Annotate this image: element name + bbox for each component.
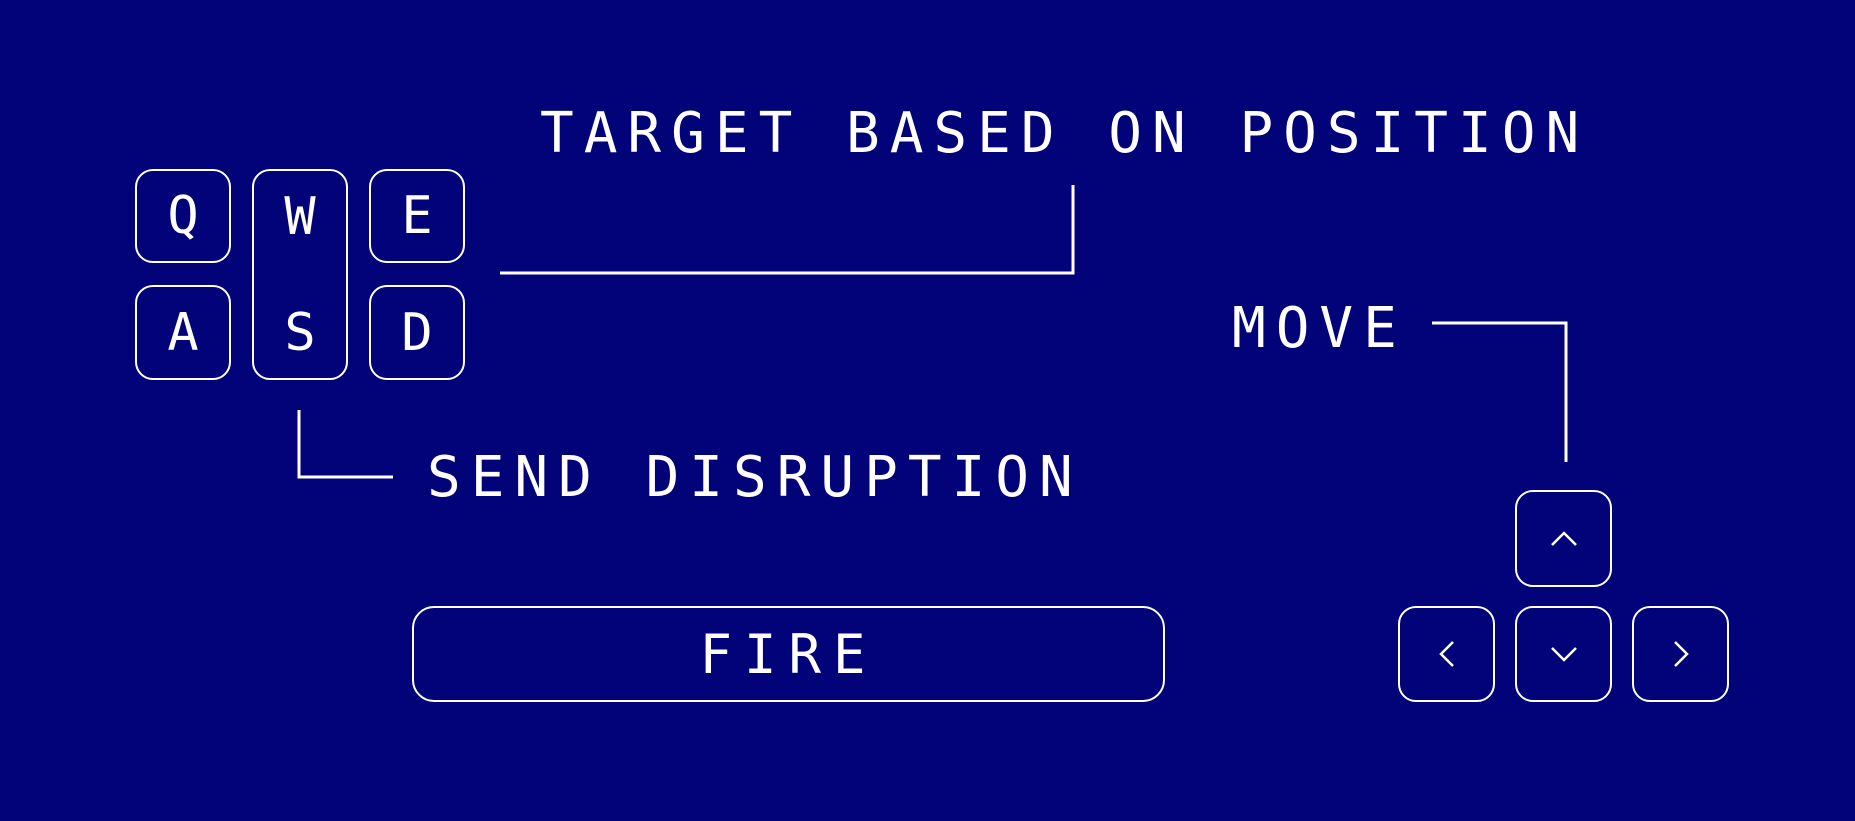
arrow-right-key[interactable] xyxy=(1632,606,1729,702)
arrow-down-key[interactable] xyxy=(1515,606,1612,702)
key-a-label: A xyxy=(167,302,199,363)
key-s: S xyxy=(252,285,348,380)
send-connector-line xyxy=(297,410,393,479)
key-w[interactable]: W xyxy=(252,169,348,380)
key-s-label: S xyxy=(284,302,316,363)
key-d[interactable]: D xyxy=(369,285,465,380)
arrow-left-key[interactable] xyxy=(1398,606,1495,702)
chevron-down-icon xyxy=(1550,647,1577,662)
chevron-up-icon xyxy=(1550,530,1577,546)
key-e[interactable]: E xyxy=(369,169,465,263)
fire-label: FIRE xyxy=(699,622,878,686)
key-q-label: Q xyxy=(167,186,199,246)
target-connector-line xyxy=(500,185,1075,275)
send-disruption-label: SEND DISRUPTION xyxy=(427,445,1083,510)
target-label: TARGET BASED ON POSITION xyxy=(540,101,1590,166)
move-label: MOVE xyxy=(1232,296,1407,361)
key-e-label: E xyxy=(401,186,433,246)
key-a[interactable]: A xyxy=(135,285,231,380)
arrow-up-key[interactable] xyxy=(1515,490,1612,587)
chevron-left-icon xyxy=(1438,641,1454,667)
move-connector-line xyxy=(1432,321,1568,462)
chevron-right-icon xyxy=(1673,641,1689,667)
key-q[interactable]: Q xyxy=(135,169,231,263)
key-w-label: W xyxy=(284,187,316,247)
key-d-label: D xyxy=(401,302,433,363)
fire-button[interactable]: FIRE xyxy=(412,606,1165,702)
